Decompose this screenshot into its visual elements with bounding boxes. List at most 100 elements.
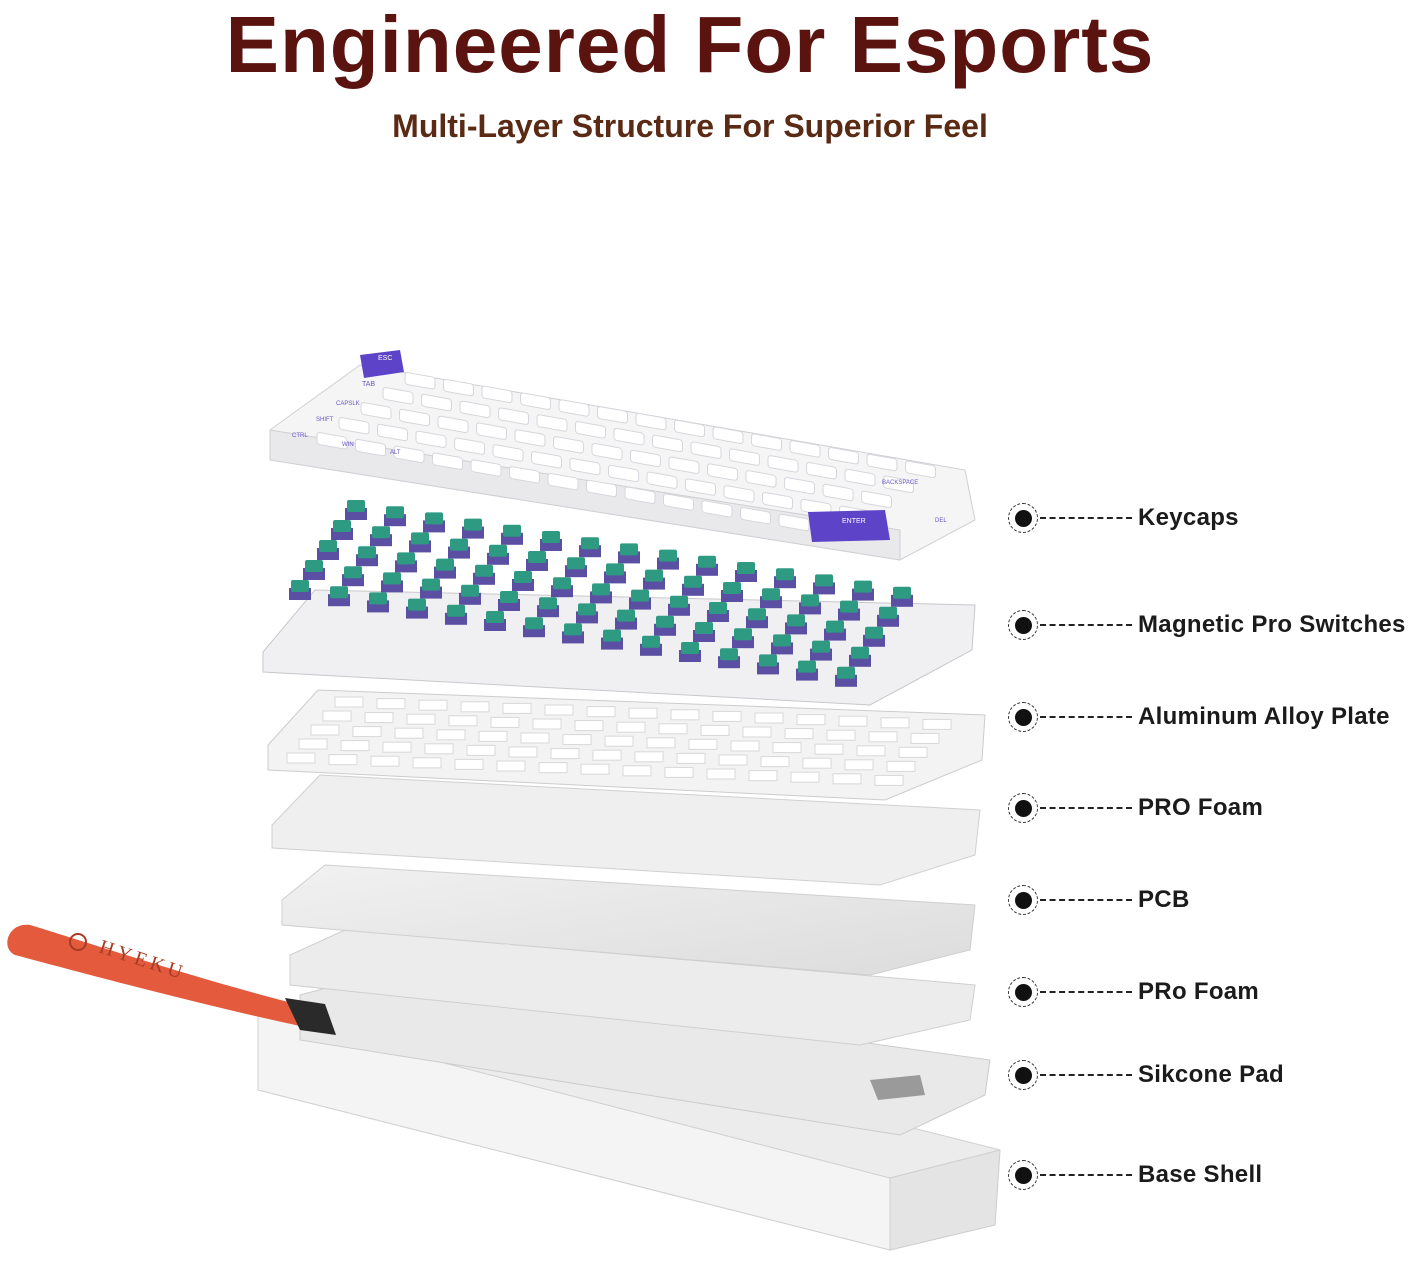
target-dot-icon [1008,1160,1038,1190]
switch [774,568,796,589]
plate-cutout [664,766,694,778]
switch-top [411,532,429,545]
plate-cutout [592,749,622,761]
switch [877,606,899,627]
plate-cutout [352,726,382,738]
keycap [861,490,892,508]
switch-top [489,544,507,557]
keycap [531,451,562,469]
layer-label: PCB [1138,886,1190,913]
plate-cutout [868,731,898,743]
switch [370,526,392,547]
tab-legend: TAB [362,381,375,388]
plate-cutout [340,740,370,752]
switch [693,622,715,642]
switch-top [865,626,883,639]
callout-1: Keycaps [1008,500,1239,536]
switch [771,634,793,655]
plate-cutout [574,720,604,732]
target-dot-icon [1008,1060,1038,1090]
switch-top [617,609,635,622]
switch [760,588,782,609]
keycap [751,433,782,451]
keycap [492,444,524,462]
keycap [481,385,513,404]
switch [863,626,885,647]
plate-cutout [532,718,562,730]
plate-cutout [448,715,478,727]
callout-2: Magnetic Pro Switches [1008,607,1406,643]
plate-cutout [742,726,772,738]
plate-cutout [478,730,508,742]
switch-top [461,584,479,597]
switch [785,614,807,635]
target-dot-core [1014,983,1032,1001]
keycap [778,513,810,532]
target-dot-core [1014,509,1032,527]
keycap [685,478,716,496]
switch [448,538,470,559]
backspace-legend: BACKSPACE [882,480,918,486]
plate-cutout [700,724,730,736]
plate-cutout [322,710,352,722]
plate-cutout [658,723,688,735]
switch [810,640,832,661]
plate-cutout [544,704,574,716]
switch [289,580,311,600]
switch [824,620,846,641]
target-dot-core [1014,891,1032,909]
plate-cutout [406,713,436,725]
switch [501,524,523,545]
switch-top [773,634,791,647]
keycap [586,479,617,498]
leader-line [1040,1074,1132,1076]
plate-cutout [496,760,526,772]
switch [487,544,509,565]
switch-top [645,569,663,582]
switch-top [553,577,571,590]
plate-cutout [802,757,832,769]
target-dot-icon [1008,793,1038,823]
page-title: Engineered For Esports [225,0,1155,89]
switch-top [344,566,362,579]
keycap [668,456,700,474]
switch-top [815,574,833,587]
keycap [355,438,386,457]
plate-cutout [706,768,736,780]
esc-legend: ESC [378,355,392,362]
target-dot-core [1014,1066,1032,1084]
switch [367,592,389,613]
aluminum-plate [267,689,986,801]
leader-line [1040,1174,1132,1176]
plate-cutout [412,757,442,769]
switch-top [801,594,819,607]
switch-top [759,654,777,667]
plate-cutout [814,743,844,755]
switch [523,617,545,638]
switch [576,603,598,624]
target-dot-icon [1008,610,1038,640]
plate-cutout [874,774,904,786]
plate-cutout [334,696,364,708]
keycap [789,440,821,458]
switch-top [656,615,674,628]
switch [838,600,860,621]
switch [629,589,651,610]
switch [668,595,690,616]
switch-top [581,537,599,550]
leader-line [1040,624,1132,626]
keycap [382,387,414,405]
keycap [558,399,590,417]
del-legend: DEL [935,518,947,524]
switch-top [606,563,624,576]
plate-cutout [394,727,424,739]
switch-top [291,580,309,592]
switch [735,562,757,582]
enter-legend: ENTER [842,518,866,525]
plate-cutout [712,710,742,722]
switch [654,615,676,636]
switch [718,648,740,669]
keycap [866,453,898,472]
switch [445,604,467,625]
